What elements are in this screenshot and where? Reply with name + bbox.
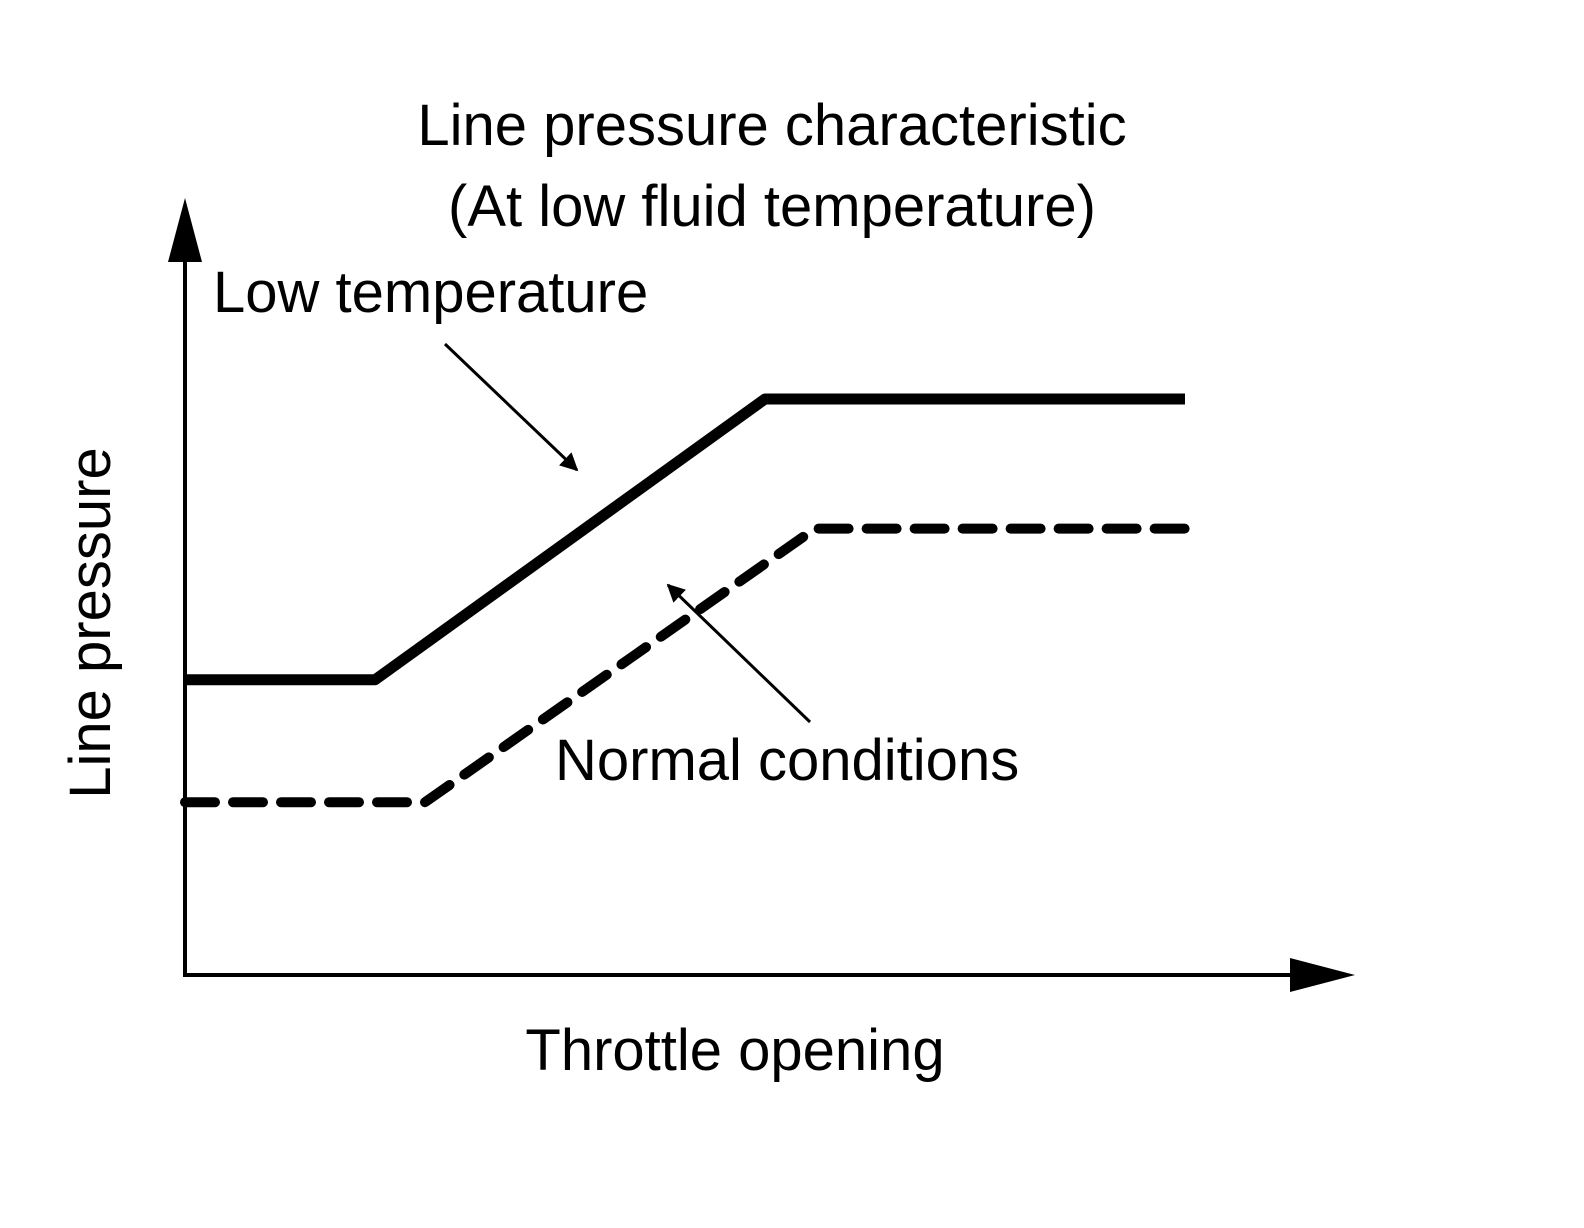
chart-subtitle: (At low fluid temperature) [448,174,1096,239]
low-temperature-annotation: Low temperature [213,260,648,325]
x-axis-label: Throttle opening [525,1018,944,1083]
low-temperature-annotation-arrow [443,342,579,472]
series-layer [180,393,1190,808]
normal-conditions-annotation-arrow [666,583,812,724]
series-line-normal-conditions [180,523,1190,808]
y-axis-label: Line pressure [58,447,123,798]
normal-conditions-annotation: Normal conditions [555,728,1019,793]
y-axis-arrowhead [168,198,202,262]
series-line-low-temperature [185,393,1185,686]
x-axis-arrowhead [1290,958,1355,992]
chart-title: Line pressure characteristic [417,93,1126,158]
